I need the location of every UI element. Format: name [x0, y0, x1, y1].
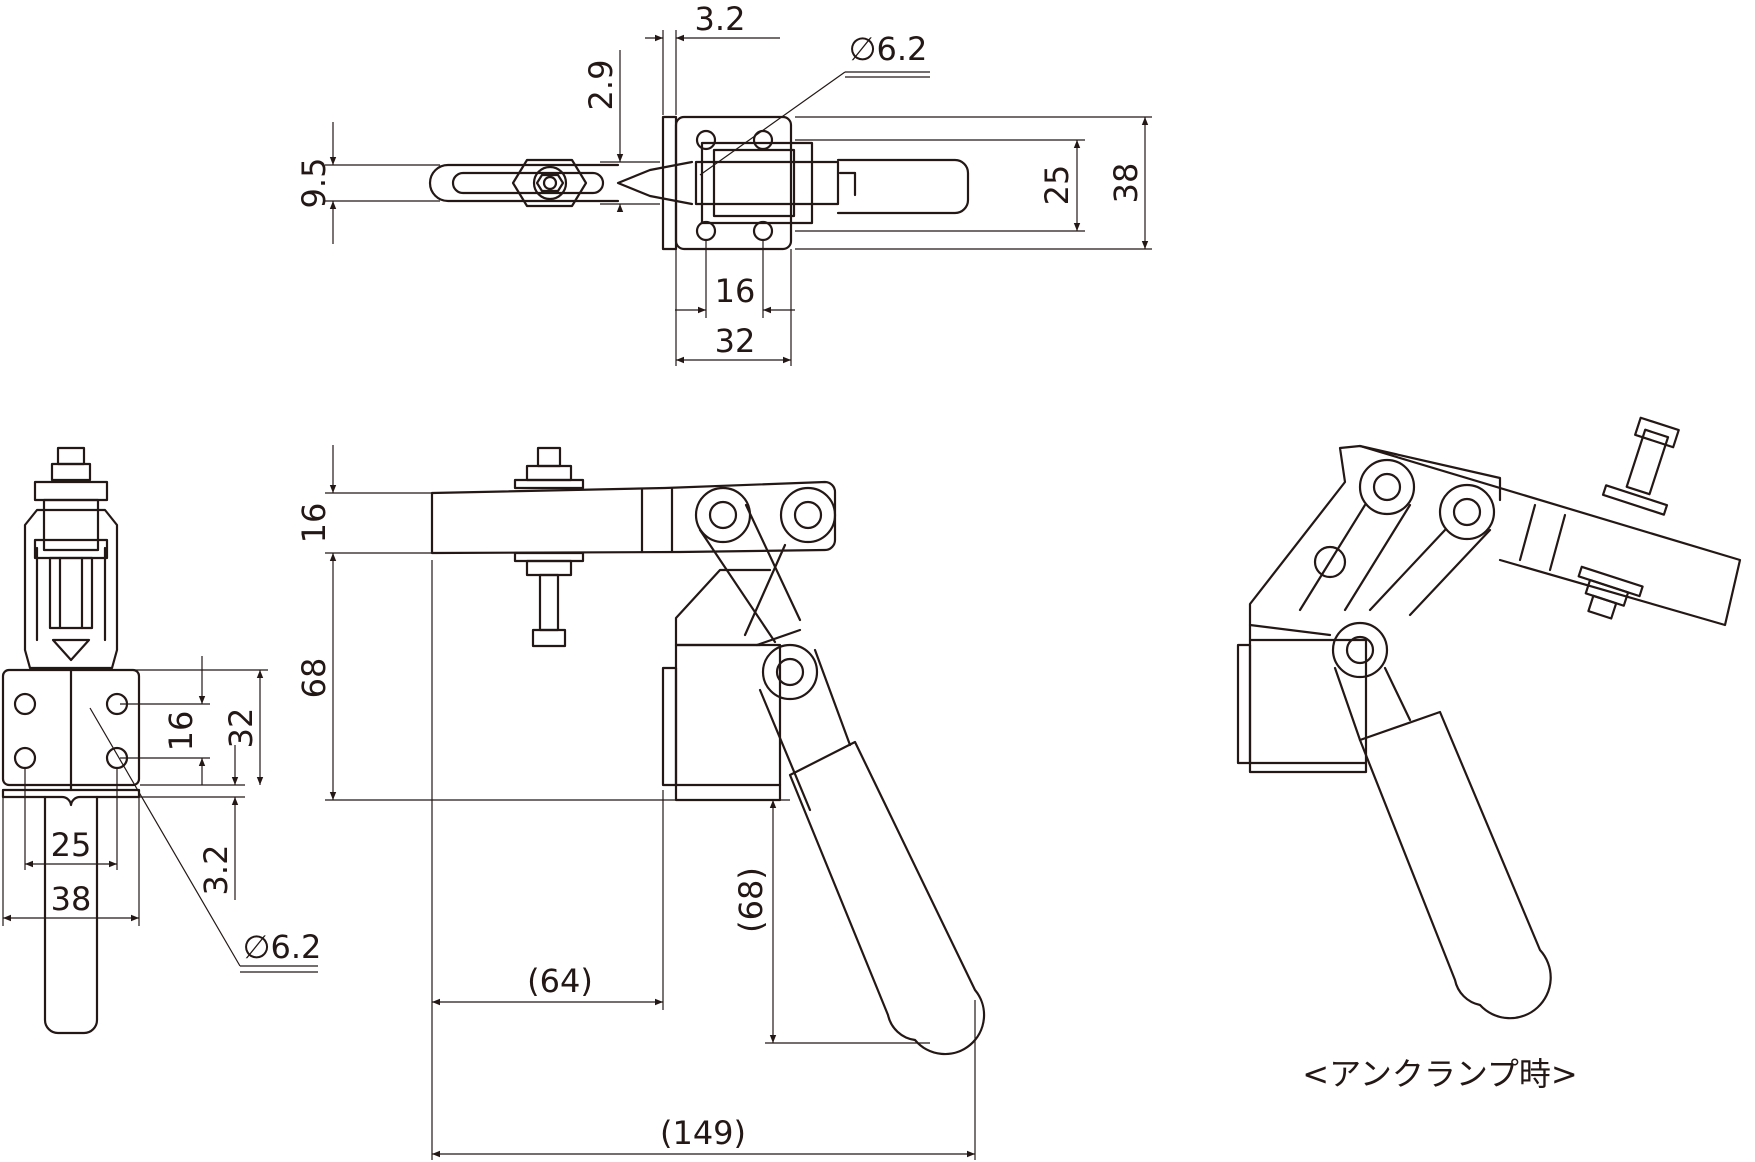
top-dim-38: 38 [1107, 163, 1145, 204]
top-dim-25: 25 [1038, 165, 1076, 206]
top-dim-diameter: ∅6.2 [849, 30, 928, 68]
end-dim-16: 16 [162, 711, 200, 752]
side-view: 16 68 (68) (64) (149) [295, 445, 986, 1160]
side-dim-149-ref: (149) [660, 1114, 746, 1152]
end-dim-32: 32 [222, 708, 260, 749]
unclamp-view: <アンクランプ時> [1236, 416, 1742, 1093]
side-dim-68: 68 [295, 658, 333, 699]
top-view: 3.2 2.9 ∅6.2 9.5 25 38 16 [295, 0, 1152, 366]
top-dim-9-5: 9.5 [295, 158, 333, 209]
unclamp-caption: <アンクランプ時> [1302, 1055, 1577, 1093]
top-dim-32: 32 [715, 322, 756, 360]
end-dim-25: 25 [51, 826, 92, 864]
side-dim-64-ref: (64) [527, 962, 593, 1000]
end-view: 16 32 3.2 25 38 ∅6.2 [1, 446, 322, 1035]
end-dim-diameter: ∅6.2 [243, 928, 322, 966]
top-dim-16: 16 [715, 272, 756, 310]
side-dim-68-ref: (68) [732, 867, 770, 933]
side-dim-16: 16 [295, 503, 333, 544]
end-dim-38: 38 [51, 880, 92, 918]
end-dim-3-2: 3.2 [197, 845, 235, 896]
top-dim-3-2: 3.2 [695, 0, 746, 38]
top-dim-2-9: 2.9 [582, 60, 620, 111]
